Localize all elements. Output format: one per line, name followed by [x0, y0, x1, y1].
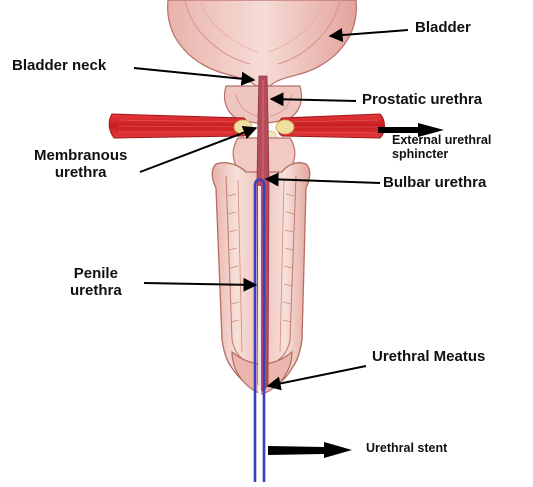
label-prostatic-urethra: Prostatic urethra	[362, 92, 482, 109]
label-external-urethral-sphincter: External urethral sphincter	[392, 133, 491, 161]
label-urethral-meatus: Urethral Meatus	[372, 349, 485, 366]
label-urethral-stent: Urethral stent	[366, 441, 447, 455]
label-sphincter-line1: External urethral	[392, 133, 491, 147]
bladder-shape	[168, 0, 357, 86]
stent-arrow	[268, 442, 352, 458]
label-membranous-urethra: Membranous urethra	[34, 148, 127, 182]
label-penile-line1: Penile	[70, 266, 122, 283]
label-membranous-line1: Membranous	[34, 148, 127, 165]
label-sphincter-line2: sphincter	[392, 147, 491, 161]
label-bulbar-urethra: Bulbar urethra	[383, 175, 486, 192]
label-penile-line2: urethra	[70, 283, 122, 300]
label-bladder-neck: Bladder neck	[12, 58, 106, 75]
label-penile-urethra: Penile urethra	[70, 266, 122, 300]
label-membranous-line2: urethra	[34, 165, 127, 182]
label-bladder: Bladder	[415, 20, 471, 37]
